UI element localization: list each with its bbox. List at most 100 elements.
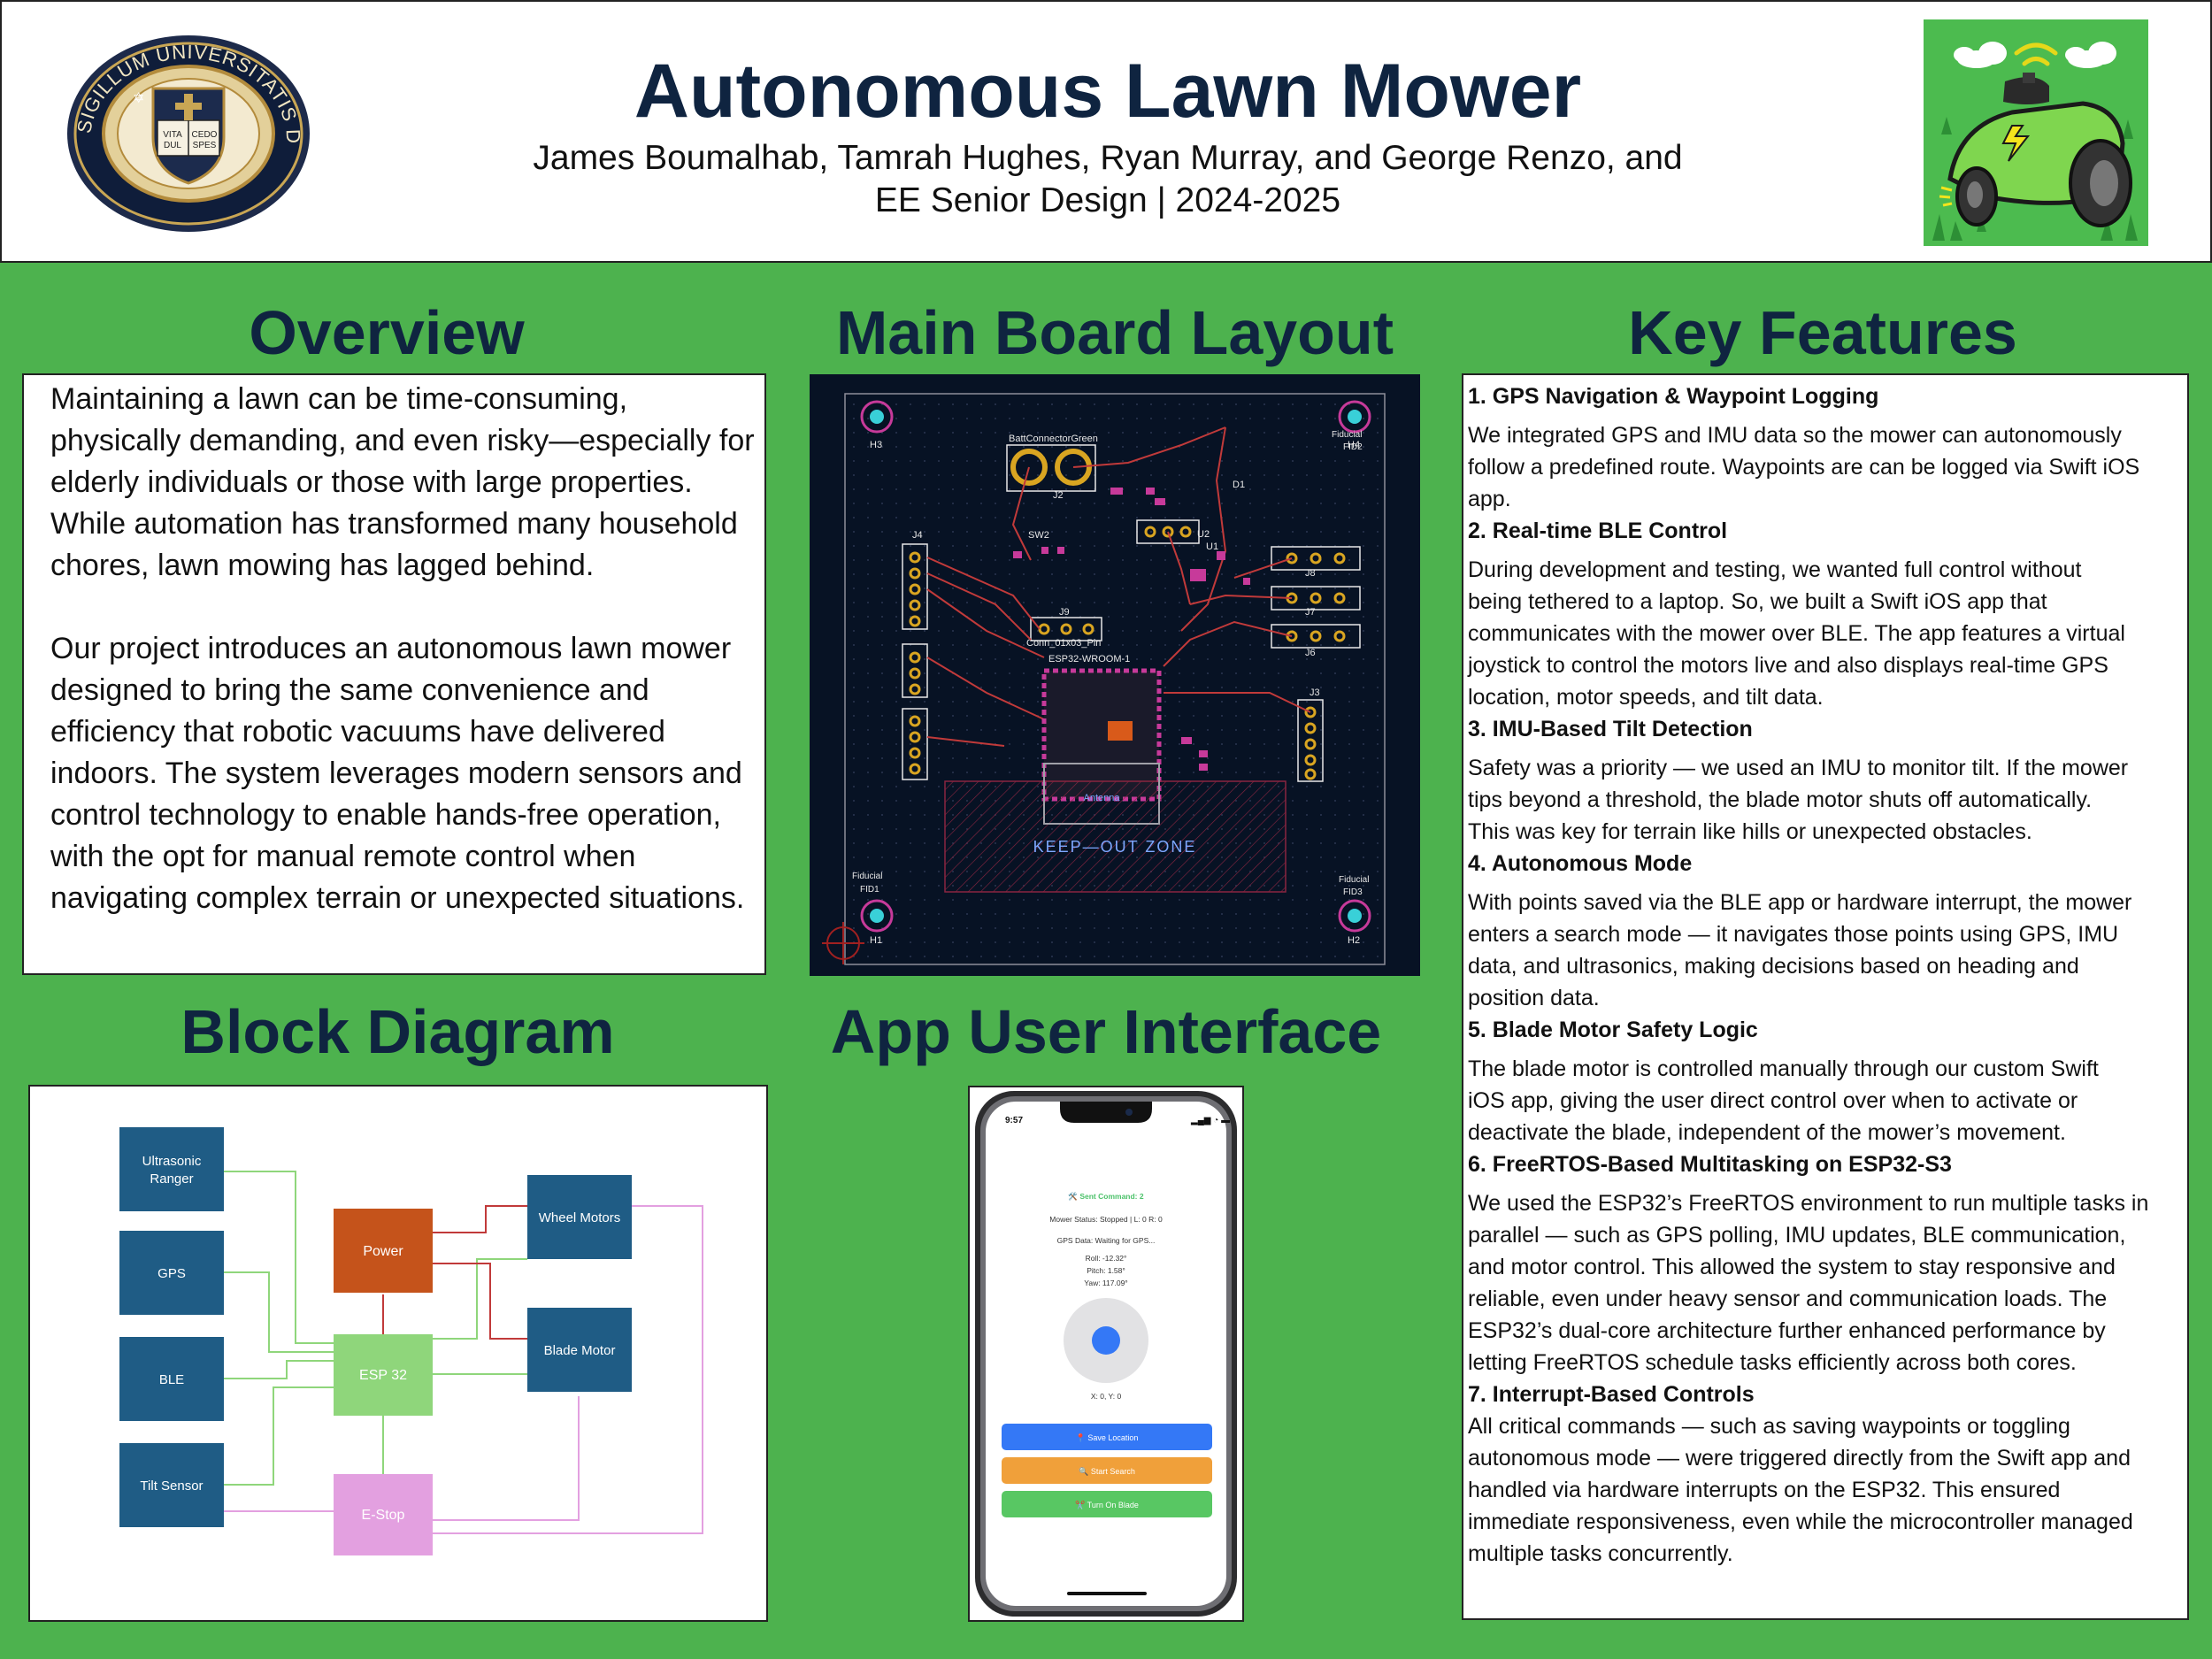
smd-components <box>1013 488 1250 771</box>
signal-icon: ▂▄▆ ◔ ▬ <box>1190 1116 1230 1126</box>
svg-text:Fiducial: Fiducial <box>1332 430 1362 440</box>
svg-text:Antenna: Antenna <box>1084 793 1121 803</box>
poster-authors: James Boumalhab, Tamrah Hughes, Ryan Mur… <box>533 139 1683 177</box>
feature-item: 7. Interrupt-Based Controls All critical… <box>1468 1382 2133 1566</box>
university-seal-logo: VITA DUL CEDO SPES ✡ SIGILLUM UNIVERSITA… <box>65 34 310 232</box>
overview-title: Overview <box>249 298 525 367</box>
block-diagram-title: Block Diagram <box>180 997 615 1066</box>
block-node-wheel-motors: Wheel Motors <box>527 1175 632 1259</box>
poster-course: EE Senior Design | 2024-2025 <box>874 181 1341 219</box>
start-search-button[interactable]: 🔍 Start Search <box>1002 1457 1212 1484</box>
mower-status: Mower Status: Stopped | L: 0 R: 0 <box>1049 1215 1163 1224</box>
block-node-ble: BLE <box>119 1337 224 1421</box>
overview-text: Maintaining a lawn can be time-consuming… <box>24 375 764 919</box>
svg-text:Wheel Motors: Wheel Motors <box>539 1210 621 1225</box>
seal-book-left: VITA <box>163 130 182 140</box>
esp32-module <box>1041 668 1162 802</box>
pcb-drawing: H3 H4 H1 H2 BattConnectorGreen J2 SW2 U1… <box>810 374 1420 976</box>
seal-book-right: CEDO <box>192 130 218 140</box>
svg-text:H4: H4 <box>1348 440 1360 450</box>
svg-text:Ranger: Ranger <box>150 1171 193 1187</box>
svg-text:DUL: DUL <box>164 141 181 150</box>
feature-item: 2. Real-time BLE Control During developm… <box>1468 518 2125 710</box>
block-node-tilt-sensor: Tilt Sensor <box>119 1443 224 1527</box>
turn-on-blade-button[interactable]: ✂️ Turn On Blade <box>1002 1491 1212 1517</box>
svg-text:J9: J9 <box>1059 607 1070 618</box>
svg-text:D1: D1 <box>1233 480 1245 490</box>
robot-mower-logo <box>1924 19 2148 246</box>
overview-paragraph-1: Maintaining a lawn can be time-consuming… <box>50 382 755 582</box>
svg-text:SW2: SW2 <box>1028 530 1049 541</box>
battery-connector <box>1006 444 1096 492</box>
svg-text:J3: J3 <box>1310 687 1320 698</box>
features-list: 1. GPS Navigation & Waypoint Logging We … <box>1463 375 2187 1570</box>
keepout-zone: Antenna KEEP—OUT ZONE <box>944 763 1286 893</box>
block-node-blade-motor: Blade Motor <box>527 1308 632 1392</box>
svg-text:Fiducial: Fiducial <box>852 872 882 881</box>
svg-text:SPES: SPES <box>193 141 217 150</box>
yaw-value: Yaw: 117.09° <box>1084 1279 1127 1287</box>
app-ui-title: App User Interface <box>830 997 1382 1066</box>
star-icon: ✡ <box>133 91 144 106</box>
feature-item: 1. GPS Navigation & Waypoint Logging We … <box>1468 384 2140 511</box>
feature-item: 6. FreeRTOS-Based Multitasking on ESP32-… <box>1468 1152 2149 1375</box>
svg-text:✂️ Turn On Blade[interactable]: ✂️ Turn On Blade <box>1075 1500 1139 1509</box>
svg-text:Power: Power <box>363 1244 403 1259</box>
pitch-value: Pitch: 1.58° <box>1087 1266 1125 1275</box>
feature-item: 3. IMU-Based Tilt Detection Safety was a… <box>1468 717 2129 844</box>
svg-text:📍 Save Location[interactable]: 📍 Save Location <box>1076 1432 1139 1442</box>
phone-mockup: 9:57 ▂▄▆ ◔ ▬ 🛠️ Sent Command: 2 Mower St… <box>975 1091 1237 1617</box>
block-label-ultrasonic: Ultrasonic <box>142 1154 202 1169</box>
svg-text:J6: J6 <box>1305 648 1316 658</box>
pin-headers <box>902 519 1361 782</box>
app-ui-panel: 9:57 ▂▄▆ ◔ ▬ 🛠️ Sent Command: 2 Mower St… <box>968 1086 1244 1622</box>
svg-text:H3: H3 <box>870 440 882 450</box>
roll-value: Roll: -12.32° <box>1086 1254 1127 1263</box>
overview-panel: Maintaining a lawn can be time-consuming… <box>22 373 766 975</box>
phone-time: 9:57 <box>1005 1116 1023 1125</box>
svg-text:J7: J7 <box>1305 607 1316 618</box>
feature-item: 5. Blade Motor Safety Logic The blade mo… <box>1468 1018 2099 1145</box>
svg-text:J8: J8 <box>1305 568 1316 579</box>
gps-data: GPS Data: Waiting for GPS... <box>1057 1236 1156 1245</box>
svg-text:ESP 32: ESP 32 <box>359 1368 407 1383</box>
svg-text:ESP32-WROOM-1: ESP32-WROOM-1 <box>1048 654 1130 664</box>
block-diagram-panel: Ultrasonic Ranger GPS BLE Tilt Sensor Po… <box>28 1085 768 1622</box>
block-diagram: Ultrasonic Ranger GPS BLE Tilt Sensor Po… <box>119 1127 703 1555</box>
save-location-button[interactable]: 📍 Save Location <box>1002 1424 1212 1450</box>
features-panel: 1. GPS Navigation & Waypoint Logging We … <box>1462 373 2189 1620</box>
block-node-esp32: ESP 32 <box>334 1334 433 1416</box>
pcb-layout-image: H3 H4 H1 H2 BattConnectorGreen J2 SW2 U1… <box>810 374 1420 976</box>
feature-item: 4. Autonomous Mode With points saved via… <box>1468 851 2132 1010</box>
svg-text:U2: U2 <box>1197 529 1210 540</box>
svg-text:Tilt Sensor: Tilt Sensor <box>140 1479 203 1494</box>
svg-text:J4: J4 <box>912 530 923 541</box>
svg-text:Blade Motor: Blade Motor <box>544 1343 616 1358</box>
sent-command: 🛠️ Sent Command: 2 <box>1068 1192 1143 1201</box>
joystick-xy: X: 0, Y: 0 <box>1091 1392 1122 1401</box>
poster-header: VITA DUL CEDO SPES ✡ SIGILLUM UNIVERSITA… <box>0 0 2212 263</box>
block-node-power: Power <box>334 1209 433 1293</box>
svg-text:FID3: FID3 <box>1343 887 1363 897</box>
joystick-knob[interactable] <box>1092 1326 1120 1355</box>
svg-text:E-Stop: E-Stop <box>362 1508 405 1523</box>
svg-text:Fiducial: Fiducial <box>1339 875 1369 885</box>
svg-text:Conn_01x03_Pin: Conn_01x03_Pin <box>1026 638 1101 649</box>
svg-text:🔍 Start Search[interactable]: 🔍 Start Search <box>1079 1466 1135 1476</box>
features-title: Key Features <box>1628 298 2017 367</box>
svg-text:GPS: GPS <box>157 1266 186 1281</box>
block-node-ultrasonic: Ultrasonic Ranger <box>119 1127 224 1211</box>
svg-text:FID2: FID2 <box>1343 442 1363 452</box>
board-title: Main Board Layout <box>835 298 1394 367</box>
poster-title: Autonomous Lawn Mower <box>634 49 1582 134</box>
overview-paragraph-2: Our project introduces an autonomous law… <box>50 632 745 915</box>
svg-text:H2: H2 <box>1348 935 1360 946</box>
svg-text:BLE: BLE <box>159 1372 184 1387</box>
home-indicator <box>1067 1592 1147 1595</box>
virtual-joystick[interactable] <box>1064 1298 1148 1383</box>
svg-text:FID1: FID1 <box>860 885 879 895</box>
svg-text:H1: H1 <box>870 935 882 946</box>
svg-text:BattConnectorGreen: BattConnectorGreen <box>1009 434 1098 444</box>
mounting-holes <box>860 400 1371 933</box>
svg-text:KEEP—OUT ZONE: KEEP—OUT ZONE <box>1033 838 1197 856</box>
